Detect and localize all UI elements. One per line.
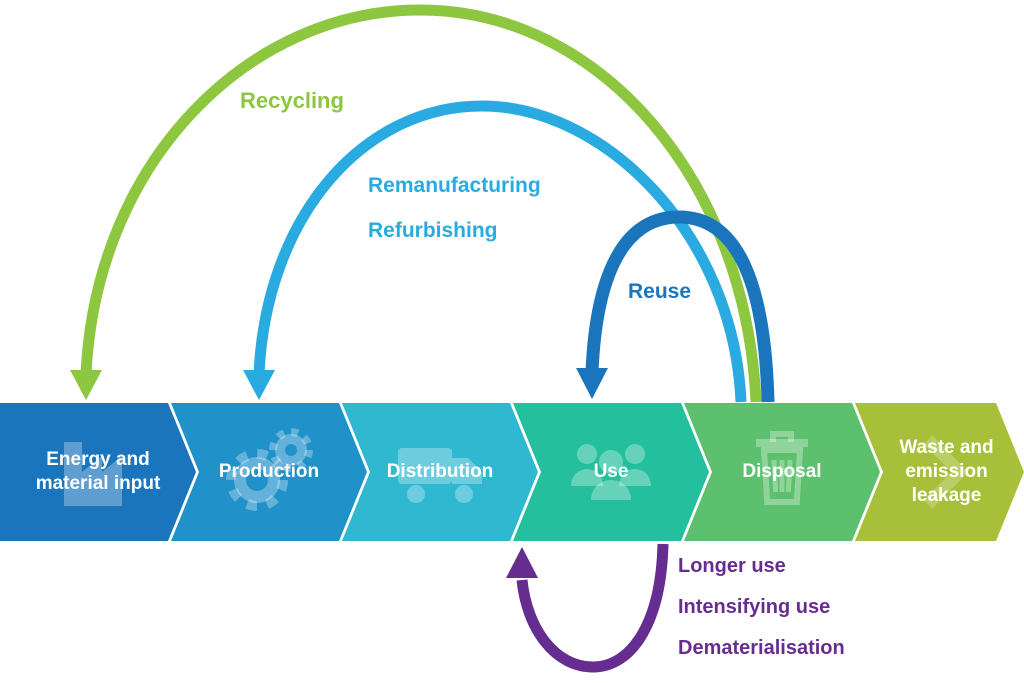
remanufacturing-label: Remanufacturing: [368, 174, 541, 197]
gears-icon: [221, 424, 317, 520]
refurbishing-label: Refurbishing: [368, 219, 498, 242]
stage-label: Use: [593, 461, 629, 483]
stage-label: Disposal: [742, 461, 822, 483]
remanufacturing-arc: [253, 100, 747, 403]
recycling-label: Recycling: [240, 88, 344, 113]
longer-use-label: Longer use: [678, 555, 786, 577]
stage-distribution: Distribution: [342, 403, 538, 541]
stage-waste-emission-leakage: Waste and emission leakage: [855, 403, 1024, 541]
stage-energy-material-input: Energy and material input: [0, 403, 196, 541]
truck-icon: [392, 424, 488, 520]
stage-label: Waste and emission leakage: [899, 437, 994, 506]
stage-production: Production: [171, 403, 367, 541]
stage-label: Energy and material input: [35, 449, 161, 494]
remanufacturing-arrowhead-icon: [243, 370, 275, 400]
factory-icon: [50, 424, 146, 520]
reuse-arrowhead-icon: [576, 368, 608, 399]
intensifying-use-label: Intensifying use: [678, 596, 831, 618]
leakage-arrow-icon: [892, 424, 988, 520]
people-icon: [563, 424, 659, 520]
trash-icon: [734, 424, 830, 520]
stage-label: Distribution: [386, 461, 494, 483]
longer-use-arrowhead-icon: [506, 547, 538, 578]
reuse-arc: [585, 210, 775, 403]
recycling-arrowhead-icon: [70, 370, 102, 400]
stage-use: Use: [513, 403, 709, 541]
longer-use-arc: [516, 543, 669, 673]
stage-disposal: Disposal: [684, 403, 880, 541]
recycling-arc: [80, 4, 762, 403]
reuse-label: Reuse: [628, 280, 692, 303]
stage-label: Production: [218, 461, 320, 483]
dematerialisation-label: Dematerialisation: [678, 637, 845, 659]
